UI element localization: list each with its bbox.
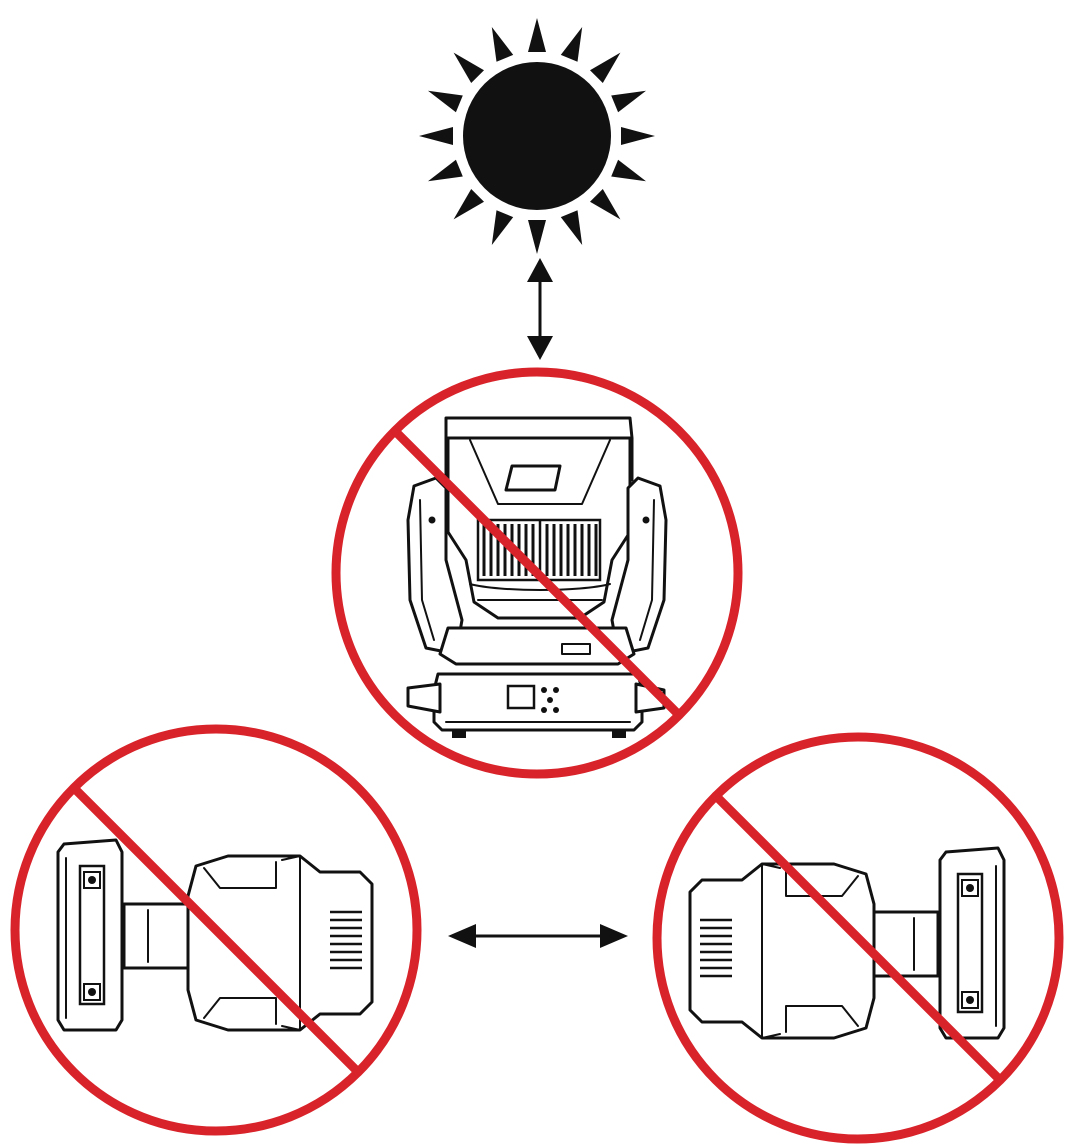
sun-ray (560, 27, 583, 62)
panel-right (652, 732, 1064, 1144)
moving-head-side-right-icon (688, 846, 1006, 1040)
double-arrow-horizontal-icon (448, 924, 628, 948)
sun-ray (528, 18, 546, 52)
sun-ray (491, 27, 514, 62)
sun-ray (611, 90, 646, 113)
double-arrow-vertical-icon (527, 258, 553, 360)
sun-ray (590, 52, 621, 83)
prohibition-icon (331, 367, 743, 779)
panel-top (331, 367, 743, 779)
sun-ray (560, 210, 583, 245)
prohibition-icon (10, 724, 422, 1136)
panel-left (10, 724, 422, 1136)
fixture-vents (700, 918, 732, 978)
sun-ray (528, 220, 546, 254)
sun-ray (428, 159, 463, 182)
sun-icon (419, 18, 655, 254)
prohibition-icon (652, 732, 1064, 1144)
sun-ray (428, 90, 463, 113)
sun-ray (611, 159, 646, 182)
moving-head-side-left-icon (56, 838, 374, 1032)
fixture-vents (330, 910, 362, 970)
sun-ray (621, 127, 655, 145)
sun-ray (453, 52, 484, 83)
sun-ray (491, 210, 514, 245)
sun-rays (419, 18, 655, 254)
base-buttons (541, 687, 559, 713)
sun-ray (419, 127, 453, 145)
sun-ray (453, 189, 484, 220)
base-display (506, 684, 536, 710)
sun-ray (590, 189, 621, 220)
